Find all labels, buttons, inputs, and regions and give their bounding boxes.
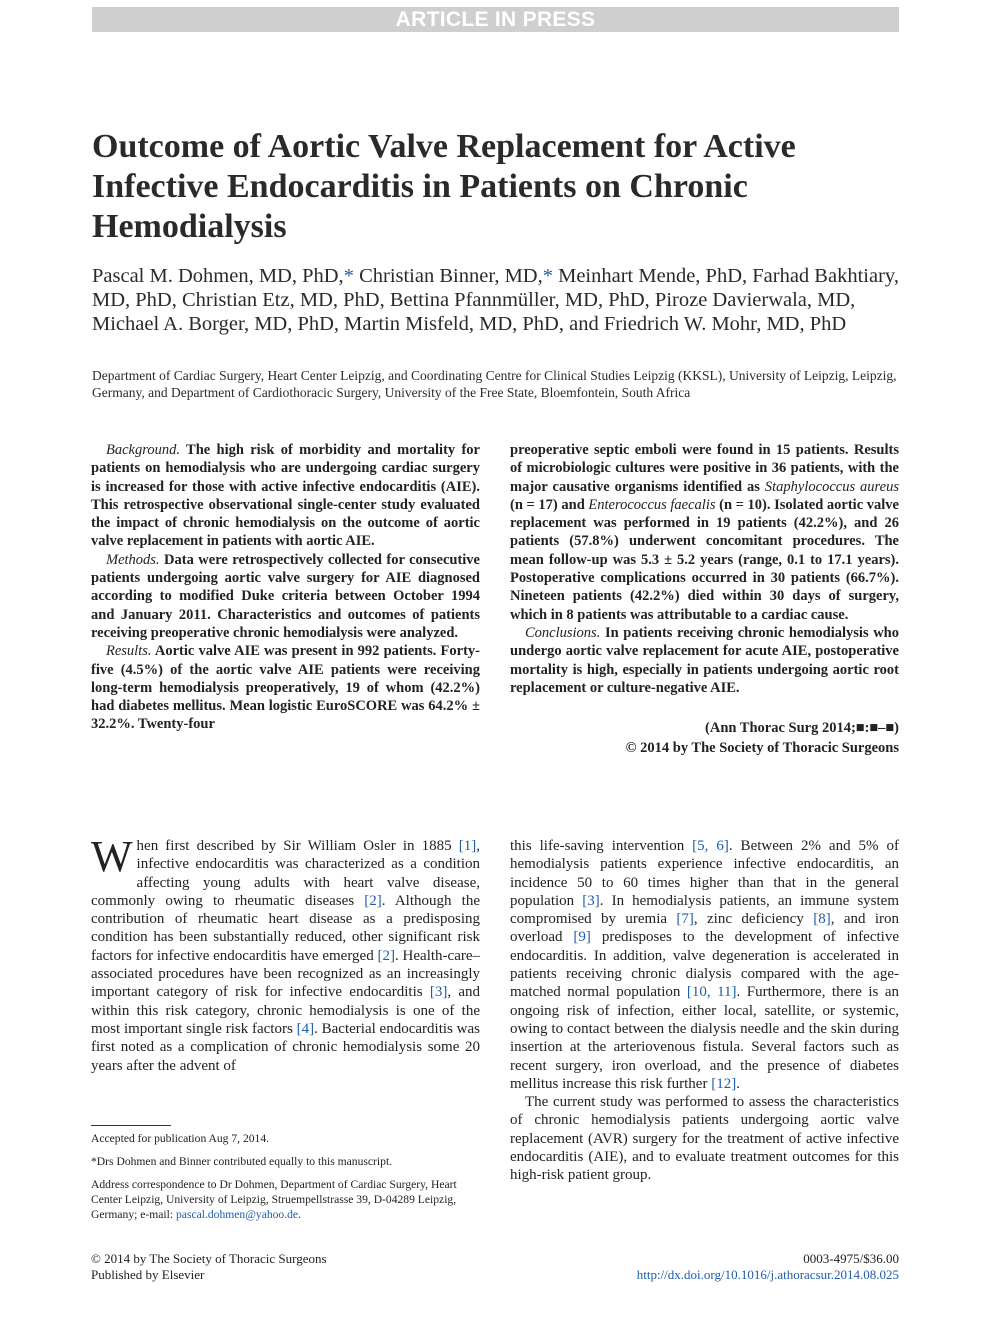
results-text: (n = 17) and — [510, 496, 589, 513]
section-head: Conclusions. — [525, 624, 601, 641]
affiliation: Department of Cardiac Surgery, Heart Cen… — [92, 368, 897, 400]
body-right-column: this life-saving intervention [5, 6]. Be… — [510, 837, 899, 1185]
body-text: . Bacterial endocarditis was first noted… — [91, 1020, 480, 1074]
reference-link[interactable]: [5, 6] — [692, 838, 729, 854]
email-link[interactable]: pascal.dohmen@yahoo.de — [176, 1208, 299, 1221]
body-text: predisposes to the development of infect… — [510, 929, 899, 1001]
article-in-press-banner: ARTICLE IN PRESS — [92, 7, 899, 32]
author-2: Christian Binner, MD, — [353, 265, 543, 287]
body-text: , infective endocarditis was characteriz… — [91, 838, 480, 909]
abstract-copyright: © 2014 by The Society of Thoracic Surgeo… — [625, 740, 899, 757]
section-head: Methods. — [106, 551, 160, 568]
background-text: The high risk of morbidity and mortality… — [91, 442, 480, 550]
conclusions-text: In patients receiving chronic hemodialys… — [510, 624, 899, 696]
organism-name: Enterococcus faecalis — [588, 496, 716, 513]
abstract-results-cont: preoperative septic emboli were found in… — [510, 441, 899, 624]
reference-link[interactable]: [1] — [458, 838, 477, 854]
body-text: . Although the contribution of rheumatic… — [91, 892, 481, 964]
abstract-results: Results. Aortic valve AIE was present in… — [91, 642, 480, 733]
organism-name: Staphylococcus aureus — [764, 478, 899, 495]
methods-text: Data were retrospectively collected for … — [91, 551, 480, 641]
study-aim-paragraph: The current study was performed to asses… — [510, 1094, 899, 1184]
footnote-rule — [91, 1125, 171, 1126]
body-text: , and iron overload — [510, 911, 900, 946]
citation: (Ann Thorac Surg 2014;■:■–■) — [705, 720, 899, 737]
results-text: preoperative septic emboli were found in… — [510, 442, 899, 495]
body-text: hen first described by Sir William Osler… — [136, 838, 459, 854]
other-authors: Meinhart Mende, PhD, Farhad Bakhtiary, M… — [92, 265, 899, 335]
section-head: Background. — [106, 442, 180, 458]
results-text: Aortic valve AIE was present in 992 pati… — [91, 643, 480, 733]
abstract-conclusions: Conclusions. In patients receiving chron… — [510, 624, 899, 697]
equal-contribution-marker[interactable]: * — [542, 265, 553, 287]
body-text: . Furthermore, there is an ongoing risk … — [510, 984, 899, 1092]
footer-left: © 2014 by The Society of Thoracic Surgeo… — [91, 1251, 327, 1282]
reference-link[interactable]: [10, 11] — [686, 984, 737, 1001]
accepted-note: Accepted for publication Aug 7, 2014. — [91, 1132, 270, 1145]
reference-link[interactable]: [4] — [296, 1020, 315, 1037]
footer-copyright: © 2014 by The Society of Thoracic Surgeo… — [91, 1251, 327, 1266]
footnotes: Accepted for publication Aug 7, 2014. *D… — [91, 1131, 480, 1230]
body-text: , zinc deficiency — [693, 911, 814, 928]
reference-link[interactable]: [3] — [582, 892, 600, 909]
address-text: Address correspondence to Dr Dohmen, Dep… — [91, 1178, 457, 1221]
abstract-right-column: preoperative septic emboli were found in… — [510, 441, 899, 758]
address-end: . — [298, 1208, 301, 1221]
footer-publisher: Published by Elsevier — [91, 1266, 205, 1282]
reference-link[interactable]: [2] — [364, 892, 382, 909]
article-title: Outcome of Aortic Valve Replacement for … — [92, 128, 796, 245]
correspondence-note: Address correspondence to Dr Dohmen, Dep… — [91, 1177, 480, 1222]
abstract-methods: Methods. Data were retrospectively colle… — [91, 551, 480, 642]
author-1: Pascal M. Dohmen, MD, PhD, — [92, 265, 344, 287]
body-text: , and within this risk category, chronic… — [91, 984, 480, 1037]
abstract-left-column: Background. The high risk of morbidity a… — [91, 441, 480, 734]
equal-contribution-marker[interactable]: * — [343, 265, 354, 287]
body-text: this life-saving intervention — [510, 838, 693, 854]
intro-paragraph-cont: this life-saving intervention [5, 6]. Be… — [510, 837, 899, 1093]
abstract-background: Background. The high risk of morbidity a… — [91, 441, 480, 551]
results-text: (n = 10). Isolated aortic valve replacem… — [510, 496, 899, 623]
body-text: . Between 2% and 5% of hemodialysis pati… — [510, 838, 899, 909]
equal-contribution-note: *Drs Dohmen and Binner contributed equal… — [91, 1155, 393, 1168]
reference-link[interactable]: [3] — [429, 984, 448, 1001]
body-text: . In hemodialysis patients, an immune sy… — [510, 892, 900, 928]
footer-right: 0003-4975/$36.00 http://dx.doi.org/10.10… — [637, 1251, 899, 1282]
reference-link[interactable]: [12] — [711, 1075, 737, 1092]
doi-link[interactable]: http://dx.doi.org/10.1016/j.athoracsur.2… — [636, 1266, 899, 1282]
author-list: Pascal M. Dohmen, MD, PhD,* Christian Bi… — [92, 264, 899, 336]
reference-link[interactable]: [2] — [377, 947, 396, 964]
reference-link[interactable]: [8] — [813, 911, 831, 928]
drop-cap: W — [91, 832, 133, 881]
reference-link[interactable]: [7] — [676, 911, 694, 928]
footer-issn: 0003-4975/$36.00 — [803, 1251, 899, 1266]
body-text: . — [736, 1075, 740, 1092]
section-head: Results. — [106, 643, 152, 660]
reference-link[interactable]: [9] — [573, 929, 591, 946]
body-text: . Health-care–associated procedures have… — [91, 947, 481, 1001]
